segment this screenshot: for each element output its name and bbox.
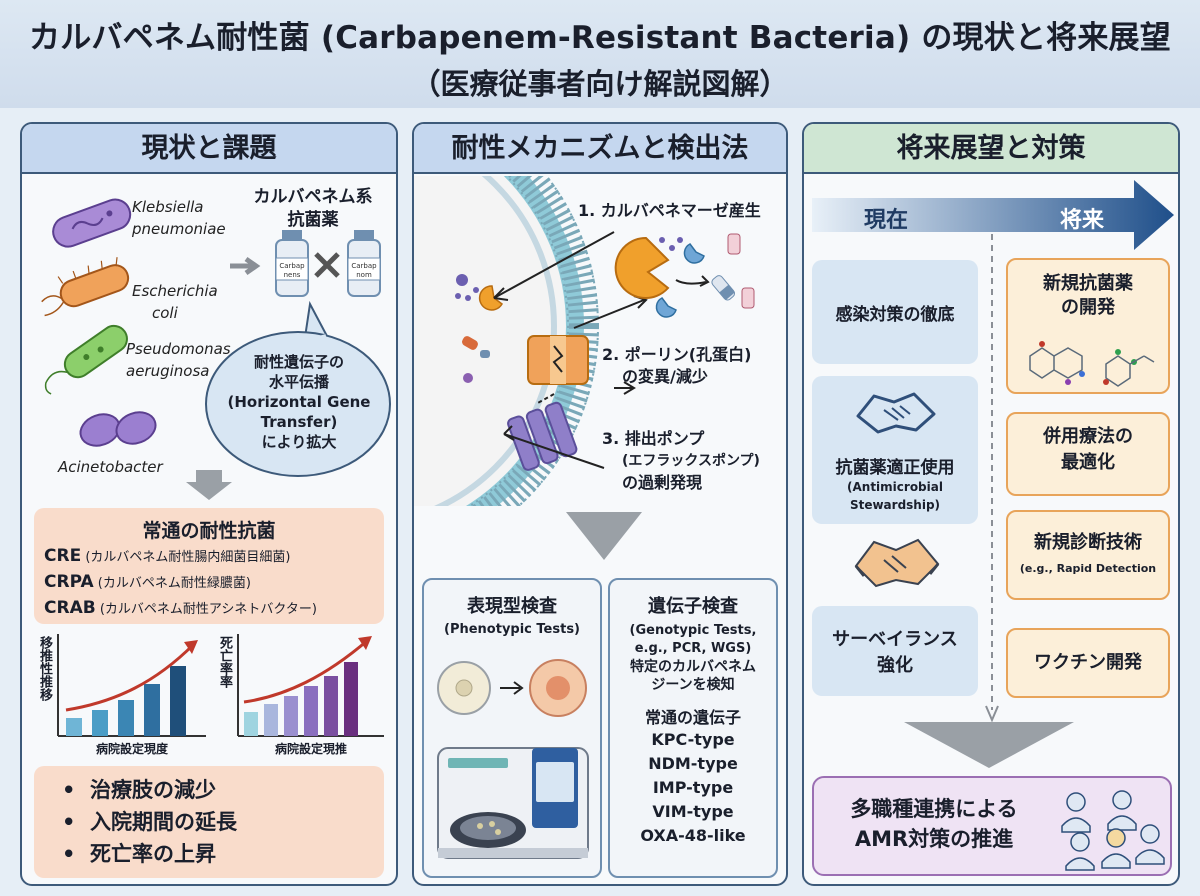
down-arrow-icon: [186, 470, 232, 500]
common-resistant-title: 常通の耐性抗菌: [142, 520, 276, 542]
page-title: カルバペネム耐性菌 (Carbapenem-Resistant Bacteria…: [29, 20, 1171, 56]
porin-channel-icon: [527, 335, 589, 385]
molecule-fragments-icon: [462, 336, 490, 383]
cross-icon: [314, 252, 340, 278]
infection-control-label: 感染対策の徹底: [835, 304, 955, 325]
gray-arrow-icon: [230, 256, 261, 276]
gene-transfer-text: 耐性遺伝子の 水平伝播 (Horizontal Gene Transfer) に…: [227, 353, 371, 451]
acinetobacter-bacterium-icon: [79, 411, 157, 447]
outlook-panel-heading: 将来展望と対策: [804, 124, 1178, 174]
surveillance-box: サーベイランス 強化: [812, 606, 978, 696]
handshake-icon: [854, 538, 940, 588]
chart2-xlabel: 病院設定現推: [274, 742, 347, 756]
mechanism-2-label: 2. ポーリン(孔蛋白) の変異/減少: [602, 345, 752, 386]
infection-control-box: 感染対策の徹底: [812, 260, 978, 364]
cell-membrane-icon: [414, 176, 599, 506]
ecoli-bacterium-icon: [41, 257, 130, 317]
phenotypic-test-box: 表現型検査 (Phenotypic Tests): [422, 578, 602, 878]
common-resistant-list: CRE (カルバペネム耐性腸内細菌目細菌) CRPA (カルバペネム耐性緑膿菌)…: [44, 544, 317, 622]
common-resistant-box: 常通の耐性抗菌 CRE (カルバペネム耐性腸内細菌目細菌) CRPA (カルバペ…: [34, 508, 384, 624]
genes-title: 常通の遺伝子: [644, 708, 741, 727]
timeline-arrow-icon: [812, 180, 1174, 250]
timeline-now-label: 現在: [864, 208, 909, 233]
stewardship-box: 抗菌薬適正使用 (Antimicrobial Stewardship): [812, 376, 978, 524]
new-diagnostics-box: 新規診断技術 (e.g., Rapid Detection: [1006, 510, 1170, 600]
chart1-xlabel: 病院設定現度: [95, 742, 168, 756]
sequencer-machine-icon: [437, 747, 589, 859]
phenotypic-title: 表現型検査: [467, 596, 557, 617]
healthcare-team-icon: [1061, 790, 1165, 871]
list-item: KPC-type: [651, 730, 735, 749]
speech-bubble-icon: [205, 300, 391, 477]
chart1-ylabel: 移推性推移: [37, 636, 52, 701]
genotypic-test-box: 遺伝子検査 (Genotypic Tests, e.g., PCR, WGS) …: [608, 578, 778, 878]
antibiotic-vial-icon: [347, 230, 381, 297]
antibiotic-vial-icon: [275, 230, 309, 297]
title-banner: カルバペネム耐性菌 (Carbapenem-Resistant Bacteria…: [0, 0, 1200, 108]
divider-dashed-line: [985, 234, 999, 723]
down-arrow-icon: [566, 512, 642, 560]
gene-list: KPC-type NDM-type IMP-type VIM-type OXA-…: [610, 728, 776, 848]
acinetobacter-label: Acinetobacter: [58, 458, 163, 476]
mechanism-1-label: 1. カルバペネマーゼ産生: [578, 201, 761, 220]
outcomes-box: • 治療肢の減少 • 入院期間の延長 • 死亡率の上昇: [34, 766, 384, 878]
list-item: OXA-48-like: [640, 826, 746, 845]
prevalence-trend-chart: [57, 634, 206, 737]
down-arrow-icon: [904, 722, 1074, 768]
timeline-future-label: 将来: [1060, 208, 1105, 233]
multidisciplinary-text: 多職種連携による AMR対策の推進: [850, 797, 1018, 851]
list-item: IMP-type: [652, 778, 734, 797]
list-item: CRPA (カルバペネム耐性緑膿菌): [44, 572, 251, 592]
list-item: • 死亡率の上昇: [62, 842, 217, 866]
genotypic-title: 遺伝子検査: [648, 596, 738, 617]
klebsiella-bacterium-icon: [52, 198, 132, 248]
carbapenemase-enzyme-icon: [614, 233, 755, 318]
mechanism-panel-heading: 耐性メカニズムと検出法: [414, 124, 786, 174]
handshake-icon: [856, 392, 936, 434]
chart2-ylabel: 死亡率率: [217, 636, 232, 688]
petri-dish-icon: [437, 659, 587, 717]
carbapenemase-enzyme-icon: [455, 274, 503, 311]
antibiotic-label: カルバペネム系抗菌薬: [253, 187, 373, 230]
list-item: VIM-type: [652, 802, 734, 821]
outcomes-list: • 治療肢の減少 • 入院期間の延長 • 死亡率の上昇: [62, 774, 237, 870]
list-item: CRE (カルバペネム耐性腸内細菌目細菌): [44, 546, 291, 566]
list-item: • 治療肢の減少: [62, 778, 217, 802]
list-item: NDM-type: [648, 754, 738, 773]
multidisciplinary-box: 多職種連携による AMR対策の推進: [812, 776, 1172, 876]
molecule-icon: [1029, 341, 1155, 387]
list-item: • 入院期間の延長: [62, 810, 238, 834]
status-panel-heading: 現状と課題: [22, 124, 396, 174]
combination-therapy-box: 併用療法の 最適化: [1006, 412, 1170, 496]
page-subtitle: （医療従事者向け解説図解）: [411, 67, 789, 101]
genotypic-description: (Genotypic Tests, e.g., PCR, WGS) 特定のカルバ…: [629, 623, 757, 693]
new-antibiotics-box: 新規抗菌薬 の開発: [1006, 258, 1170, 394]
mortality-trend-chart: [237, 634, 384, 737]
pseudomonas-bacterium-icon: [44, 324, 128, 395]
phenotypic-subtitle: (Phenotypic Tests): [444, 622, 580, 637]
mechanism-panel: 耐性メカニズムと検出法: [412, 122, 788, 886]
mechanism-3-label: 3. 排出ポンプ (エフラックスポンプ) の過剰発現: [602, 429, 760, 492]
list-item: CRAB (カルバペネム耐性アシネトバクター): [44, 598, 317, 618]
vaccine-box: ワクチン開発: [1006, 628, 1170, 698]
outlook-panel: 将来展望と対策 現在 将来 感染対策の徹底 抗菌薬適正使用 (Antimicro…: [802, 122, 1180, 886]
